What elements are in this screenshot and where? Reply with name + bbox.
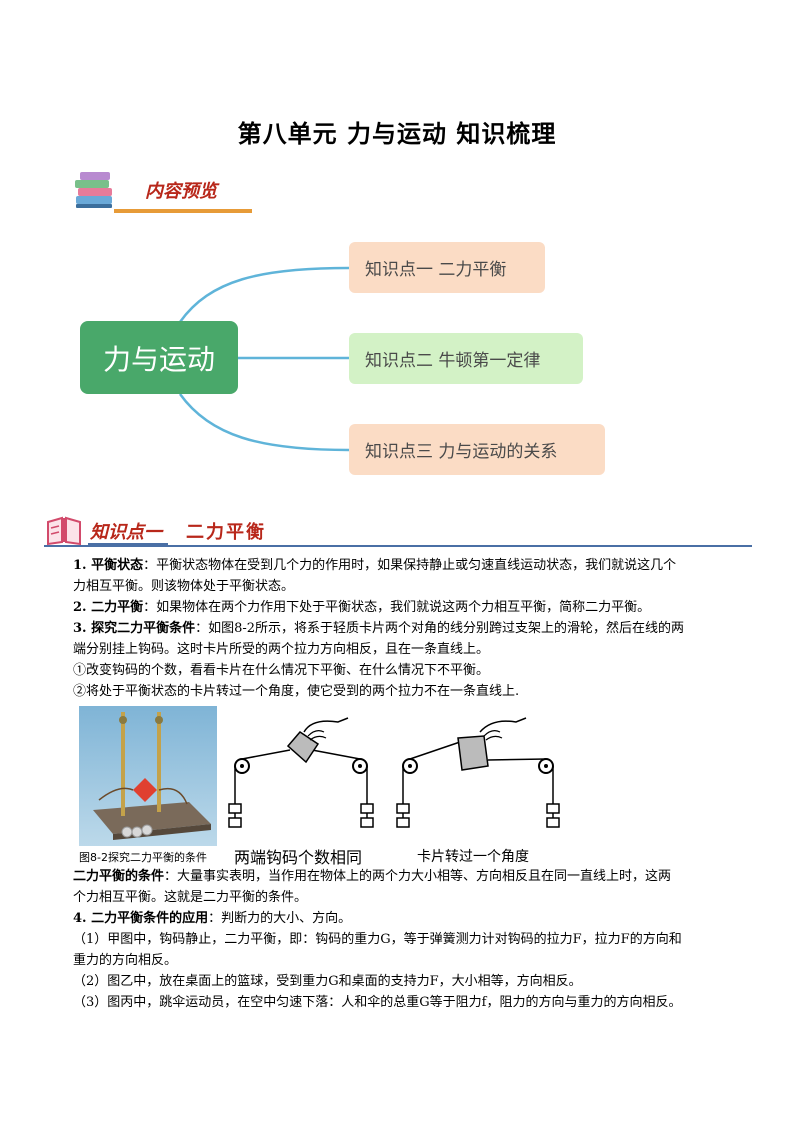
application-1: （1）甲图中，钩码静止，二力平衡，即：钩码的重力G，等于弹簧测力计对钩码的拉力F… (73, 932, 682, 968)
preview-underline (114, 209, 252, 213)
section-underline-accent (88, 543, 168, 546)
section-label: 知识点一 (90, 522, 162, 543)
mindmap-center: 力与运动 (80, 321, 238, 394)
diagram-label-left: 两端钩码个数相同 (234, 848, 363, 867)
mindmap-connectors (178, 266, 350, 452)
diagram-equal-weights (228, 717, 374, 828)
paragraph-conditions: 二力平衡的条件：大量事实表明，当作用在物体上的两个力大小相等、方向相反且在同一直… (73, 869, 672, 905)
section-divider (44, 545, 752, 547)
diagram-label-right: 卡片转过一个角度 (417, 849, 529, 865)
open-book-icon (47, 516, 81, 546)
paragraph-1: 1. 平衡状态：平衡状态物体在受到几个力的作用时，如果保持静止或匀速直线运动状态… (73, 558, 677, 594)
figure-caption: 图8-2探究二力平衡的条件 (79, 851, 207, 864)
application-2: （2）图乙中，放在桌面上的篮球，受到重力G和桌面的支持力F，大小相等，方向相反。 (73, 974, 582, 989)
application-3: （3）图丙中，跳伞运动员，在空中匀速下落：人和伞的总重G等于阻力f，阻力的方向与… (73, 995, 682, 1010)
diagram-rotated-card (396, 717, 560, 828)
paragraph-2: 2. 二力平衡：如果物体在两个力作用下处于平衡状态，我们就说这两个力相互平衡，简… (73, 600, 651, 615)
books-icon (75, 172, 112, 208)
paragraph-4: 4. 二力平衡条件的应用：判断力的大小、方向。 (73, 911, 352, 926)
preview-label: 内容预览 (145, 181, 217, 202)
apparatus-photo (79, 706, 217, 846)
page-title: 第八单元 力与运动 知识梳理 (237, 120, 557, 148)
mindmap-node-1: 知识点一 二力平衡 (349, 242, 545, 293)
mindmap-node-3: 知识点三 力与运动的关系 (349, 424, 605, 475)
paragraph-3: 3. 探究二力平衡条件：如图8-2所示，将系于轻质卡片两个对角的线分别跨过支架上… (73, 621, 685, 699)
mindmap-node-2: 知识点二 牛顿第一定律 (349, 333, 583, 384)
section-title: 二力平衡 (186, 522, 266, 543)
